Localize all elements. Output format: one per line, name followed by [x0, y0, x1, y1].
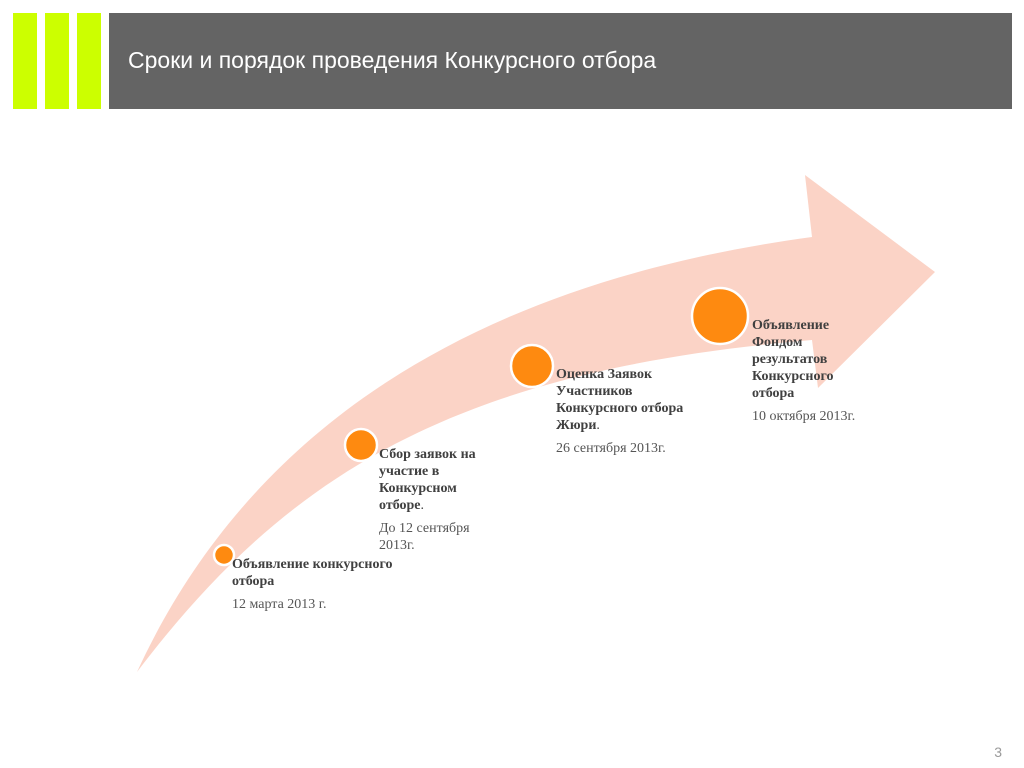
stage-3-title: Оценка Заявок Участников Конкурсного отб… — [556, 367, 684, 433]
stage-2-title-suffix: . — [420, 498, 425, 513]
accent-bar-2 — [45, 13, 69, 109]
stage-1-date: 12 марта 2013 г. — [232, 597, 327, 612]
slide-title: Сроки и порядок проведения Конкурсного о… — [128, 47, 657, 73]
stage-4-title: Объявление Фондом результатов Конкурсног… — [752, 318, 834, 401]
page-number: 3 — [994, 744, 1002, 760]
stage-label-3: Оценка Заявок Участников Конкурсного отб… — [556, 366, 686, 457]
stage-label-1: Объявление конкурсного отбора 12 марта 2… — [232, 556, 402, 613]
stage-node-2 — [343, 427, 379, 463]
accent-bar-1 — [13, 13, 37, 109]
stage-node-3 — [509, 343, 555, 389]
stage-node-1 — [212, 543, 236, 567]
stage-label-4: Объявление Фондом результатов Конкурсног… — [752, 317, 872, 425]
accent-bar-3 — [77, 13, 101, 109]
title-header: Сроки и порядок проведения Конкурсного о… — [109, 13, 1012, 109]
stage-3-title-suffix: . — [596, 418, 600, 433]
stage-2-date: До 12 сентября 2013г. — [379, 521, 470, 553]
stage-3-date: 26 сентября 2013г. — [556, 441, 666, 456]
stage-4-date: 10 октября 2013г. — [752, 409, 856, 424]
stage-label-2: Сбор заявок на участие в Конкурсном отбо… — [379, 446, 504, 554]
stage-node-4 — [690, 286, 750, 346]
stage-1-title: Объявление конкурсного отбора — [232, 557, 393, 589]
stage-2-title: Сбор заявок на участие в Конкурсном отбо… — [379, 447, 476, 513]
